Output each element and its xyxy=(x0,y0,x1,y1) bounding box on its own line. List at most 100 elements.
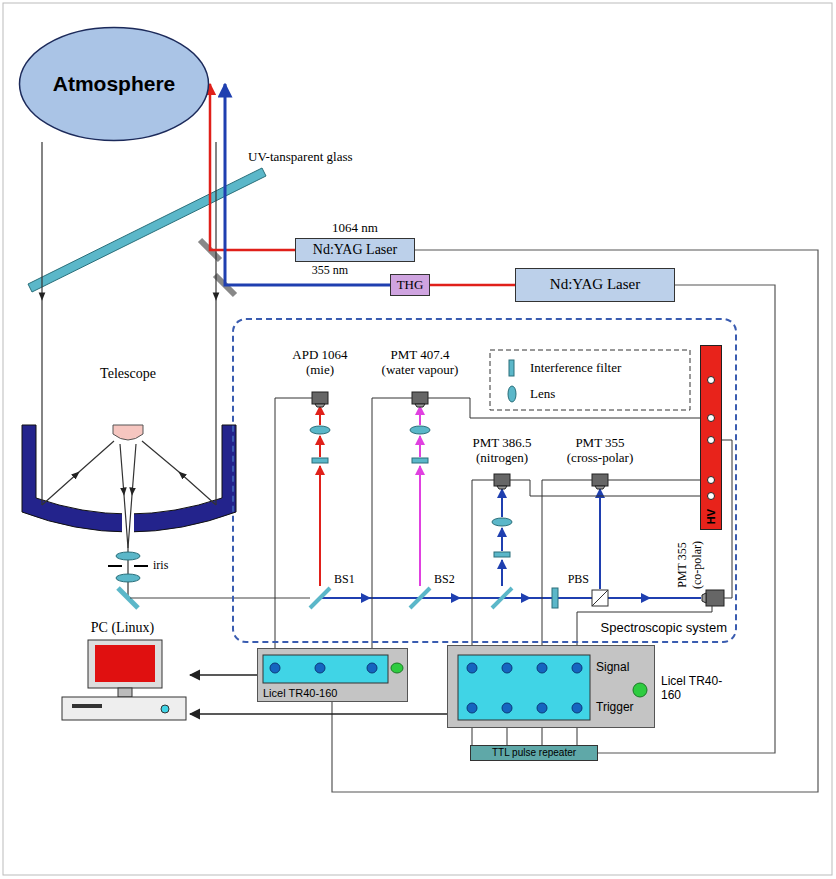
beam-path xyxy=(599,489,601,589)
beam-path xyxy=(420,597,502,599)
licel-recorder-box-shape xyxy=(447,645,655,728)
licel-recorder-box: Licel TR40-160 xyxy=(447,645,655,728)
computer-illustration xyxy=(62,640,186,720)
hv-socket xyxy=(708,493,715,500)
hv-socket xyxy=(708,377,715,384)
node-text: PC (Linux) xyxy=(55,620,190,636)
input-connector xyxy=(502,663,512,673)
legend-box xyxy=(508,386,516,402)
cable xyxy=(608,480,700,481)
connector xyxy=(332,250,818,792)
pc-computer: PC (Linux) xyxy=(55,620,190,724)
interference-filter xyxy=(494,552,510,557)
atmosphere-ellipse: Atmosphere xyxy=(18,26,210,142)
detector-icon xyxy=(702,593,706,603)
part-label: (co-polar) xyxy=(691,541,704,589)
cable xyxy=(542,480,592,645)
beam-path xyxy=(319,406,321,425)
beam-path xyxy=(419,406,421,425)
polarizing-beam-splitter xyxy=(592,590,608,606)
status-light xyxy=(391,663,403,673)
lens xyxy=(492,518,512,526)
node-text: Nd:YAG Laser xyxy=(550,276,640,293)
beam-path xyxy=(502,597,552,599)
part-label: (cross-polar) xyxy=(567,451,633,465)
hv-socket xyxy=(708,437,715,444)
cable xyxy=(472,480,494,645)
beam-path xyxy=(558,597,592,599)
hv-supply-box: HV xyxy=(700,345,722,530)
node-text: TTL pulse repeater xyxy=(492,747,576,759)
part-label: (mie) xyxy=(306,363,334,377)
legend-box xyxy=(490,350,690,410)
connector xyxy=(430,284,515,287)
beam-path xyxy=(320,597,420,599)
part-label: 1064 nm xyxy=(332,221,378,235)
telescope xyxy=(120,444,128,548)
legend-box xyxy=(490,350,690,410)
atmosphere-outline xyxy=(20,28,209,141)
input-panel xyxy=(263,655,388,683)
detector-icon xyxy=(315,404,325,407)
laser-box: Nd:YAG Laser xyxy=(515,268,675,302)
part-label: (nitrogen) xyxy=(476,451,528,465)
node-text: HV xyxy=(705,509,718,524)
detector-icon xyxy=(415,404,425,407)
connector xyxy=(506,728,507,745)
telescope xyxy=(42,142,216,598)
node-text: Atmosphere xyxy=(53,72,176,96)
part-label: BS2 xyxy=(434,573,455,586)
telescope xyxy=(22,142,236,598)
lens xyxy=(310,426,330,434)
beam-path xyxy=(608,597,701,599)
computer-illustration xyxy=(88,640,162,688)
part-label: PMT 355 xyxy=(676,542,689,587)
receiver-optics xyxy=(116,574,140,582)
status-light xyxy=(633,683,647,697)
cable xyxy=(275,398,312,648)
detector-icon xyxy=(592,474,608,486)
part-label: APD 1064 xyxy=(292,348,347,362)
lens xyxy=(410,426,430,434)
uv-glass-plate xyxy=(28,168,266,292)
detector-icon xyxy=(595,486,605,489)
node-text: THG xyxy=(397,278,424,293)
node-text: Nd:YAG Laser xyxy=(313,242,397,258)
part-label: iris xyxy=(153,559,168,572)
cable xyxy=(472,728,577,745)
beam-path xyxy=(501,560,503,586)
part-label: UV-tansparent glass xyxy=(248,150,353,164)
input-connector xyxy=(467,703,477,713)
detector-icon xyxy=(412,392,428,404)
part-label: PBS xyxy=(568,573,589,586)
input-connector xyxy=(537,663,547,673)
legend-text: Interference filter xyxy=(530,361,621,375)
input-connector xyxy=(467,663,477,673)
connector xyxy=(210,84,295,250)
frame xyxy=(3,3,832,875)
computer-illustration xyxy=(161,705,169,713)
input-connector xyxy=(502,703,512,713)
beam-path xyxy=(419,436,421,457)
part-label: PMT 355 xyxy=(575,436,624,450)
recorder-case xyxy=(258,649,408,702)
cable xyxy=(722,440,732,598)
hv-supply-box-shape xyxy=(700,345,722,530)
part-label: PMT 407.4 xyxy=(391,348,450,362)
node-text: Licel TR40-160 xyxy=(263,687,337,700)
detector-icon xyxy=(494,474,510,486)
part-label: PMT 386.5 xyxy=(473,436,532,450)
telescope xyxy=(142,441,216,505)
cable xyxy=(510,480,700,496)
beam-splitter xyxy=(310,588,512,608)
polarizing-beam-splitter xyxy=(592,590,608,606)
telescope xyxy=(122,510,134,536)
interference-filter xyxy=(312,458,328,463)
telescope xyxy=(128,444,136,548)
input-connector xyxy=(367,663,377,673)
telescope xyxy=(113,425,143,440)
beam-path xyxy=(130,597,310,598)
beam-path xyxy=(130,406,701,598)
receiver-optics xyxy=(108,552,148,608)
